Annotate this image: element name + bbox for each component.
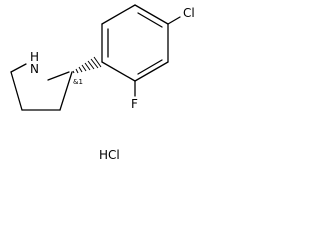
bond-c5-n [10,63,27,73]
fluorine-label: F [131,97,138,111]
bond-c1-c2 [101,61,136,82]
hcl-salt-label: HCl [99,148,120,162]
benzene-ring [101,4,169,82]
bond-c-cl [167,16,181,25]
bond-c2-c3 [134,61,169,82]
bond-c5-c6 [101,4,136,25]
double-bond-inner-2 [137,12,163,28]
nitrogen-hydrogen-label: H [30,50,39,64]
chlorine-label: Cl [183,6,195,20]
hashed-wedge-bond [72,56,102,74]
bond-c4-c5 [134,4,169,25]
pyrrolidine-ring [10,63,73,111]
double-bond-inner-1 [137,59,163,75]
molecule-diagram: N H Cl F &1 [10,4,195,111]
bond-n-c2 [47,71,70,81]
bond-c4-c5 [10,71,23,111]
nitrogen-label: N [30,62,39,76]
stereo-descriptor: &1 [73,78,83,86]
bond-c2-c3 [59,71,73,111]
